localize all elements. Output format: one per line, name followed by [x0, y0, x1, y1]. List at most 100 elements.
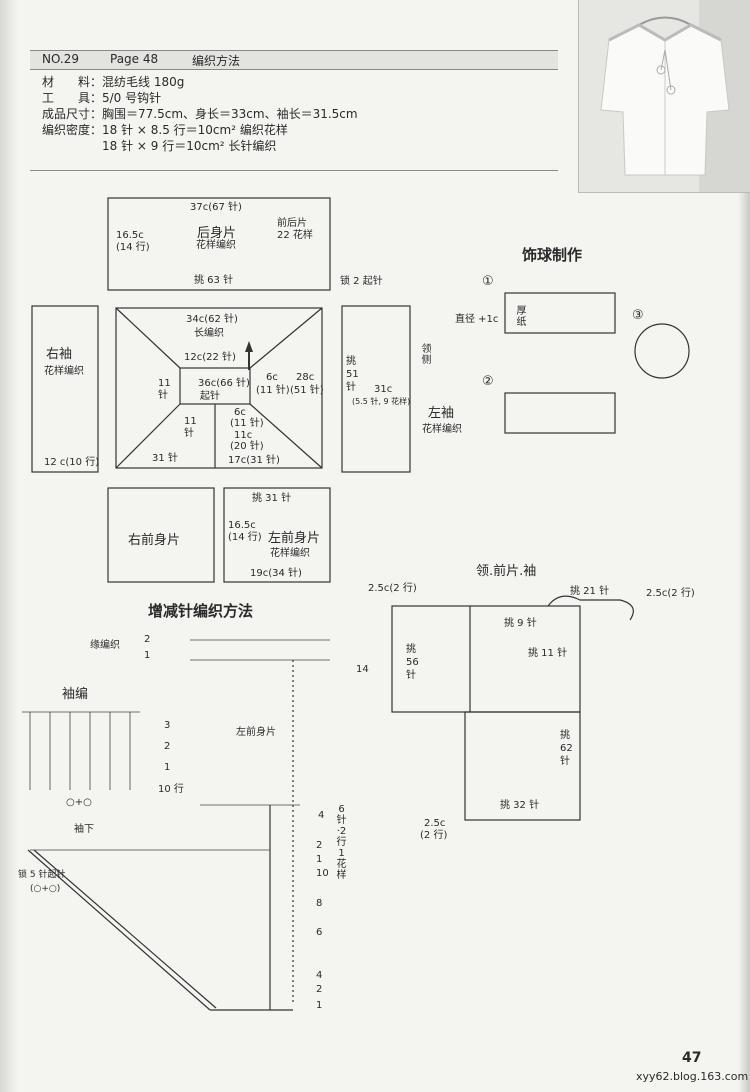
left-front-outline	[223, 487, 331, 583]
yoke-31: 31 针	[152, 453, 178, 464]
left-sleeve-zhen: 针	[346, 382, 356, 393]
front-zhen: 针	[406, 670, 416, 681]
inc-row-14: 14	[356, 664, 369, 675]
yoke-top: 34c(62 针)	[186, 314, 238, 325]
left-sleeve-31c: 31c	[374, 384, 393, 395]
info-divider	[30, 170, 558, 171]
pompom-title: 饰球制作	[522, 246, 583, 264]
chain-start: 锁 2 起针	[340, 276, 383, 287]
bc-row-6: 6	[316, 927, 323, 938]
se-oto: ○+○	[66, 797, 92, 808]
materials-info: 材 料：混纺毛线 180g 工 具：5/0 号钩针 成品尺寸：胸围＝77.5cm…	[42, 74, 358, 154]
yoke-12c: 12c(22 针)	[184, 352, 236, 363]
back-pattern: 花样编织	[196, 240, 236, 251]
yoke-28c: 28c	[296, 372, 315, 383]
yoke-11-bottom: 11	[184, 416, 197, 427]
left-sleeve-pattern: 花样编织	[422, 424, 462, 435]
bc-row-2b: 2	[316, 984, 323, 995]
pompom-card-label: 厚纸	[516, 306, 527, 328]
sleeve-edge-title: 袖编	[62, 687, 89, 702]
yoke-20: (20 针)	[230, 441, 264, 452]
back-piece-outline	[107, 197, 331, 291]
back-right-note: 前后片	[277, 218, 307, 229]
yoke-11c: 11c	[234, 430, 253, 441]
yoke-stitch: 长编织	[194, 328, 224, 339]
sleeve-62: 62	[560, 743, 573, 754]
info-gauge-2: 18 针 × 9 行＝10cm² 长针编织	[42, 139, 277, 153]
left-sleeve-title: 左袖	[428, 406, 455, 421]
yoke-6c-right: 6c	[266, 372, 278, 383]
se-10-rows: 10 行	[158, 784, 184, 795]
right-front-title: 右前身片	[128, 533, 181, 548]
se-row-1: 1	[164, 762, 171, 773]
back-rows: (14 行)	[116, 242, 150, 253]
right-sleeve-length: 12 c(10 行)	[44, 457, 100, 468]
info-gauge-1: 编织密度：18 针 × 8.5 行＝10cm² 编织花样	[42, 123, 288, 137]
inc-row-2: 2	[144, 634, 151, 645]
se-row-2: 2	[164, 741, 171, 752]
bc-oto: (○+○)	[30, 884, 61, 894]
collar-right-depth: 2.5c(2 行)	[646, 588, 695, 599]
page-edge-shadow	[738, 0, 750, 1092]
collar-title: 领.前片.袖	[476, 564, 537, 579]
right-sleeve-title: 右袖	[46, 347, 73, 362]
yoke-start: 起针	[200, 391, 220, 402]
pompom-card-1	[504, 292, 616, 334]
left-sleeve-pick: 挑	[346, 356, 356, 367]
collar-side-label: 领侧	[421, 344, 432, 366]
bc-pattern-note: 6针·2行1花样	[336, 804, 347, 881]
page-binding-shadow	[0, 0, 18, 1092]
left-front-pick: 挑 31 针	[252, 493, 292, 504]
right-front-outline	[107, 487, 215, 583]
sweater-illustration	[579, 0, 750, 192]
increase-title: 增减针编织方法	[148, 602, 254, 620]
back-right-pattern: 22 花样	[277, 230, 313, 241]
front-pick: 挑	[406, 644, 416, 655]
bc-row-10: 10	[316, 868, 329, 879]
yoke-11zhen-right: (11 针)	[256, 385, 290, 396]
back-height: 16.5c	[116, 230, 144, 241]
collar-pick-21: 挑 21 针	[570, 586, 610, 597]
inc-row-1: 1	[144, 650, 151, 661]
yoke-51: (51 针)	[290, 385, 324, 396]
pompom-step-2: ②	[482, 374, 494, 389]
left-sleeve-outline	[341, 305, 411, 473]
pattern-number: NO.29	[42, 52, 80, 66]
page-reference: Page 48	[110, 52, 159, 66]
se-under-sleeve: 袖下	[74, 824, 94, 835]
hem-rows: (2 行)	[420, 830, 448, 841]
left-sleeve-51: 51	[346, 369, 359, 380]
left-front-width: 19c(34 针)	[250, 568, 302, 579]
bc-chain-start: 锁 5 针起针	[18, 870, 66, 880]
bc-row-1b: 1	[316, 1000, 323, 1011]
info-tools: 工 具：5/0 号钩针	[42, 91, 162, 105]
left-front-rows: (14 行)	[228, 532, 262, 543]
edge-stitch: 缘编织	[90, 640, 120, 651]
pompom-step-1: ①	[482, 274, 494, 289]
bc-row-2: 2	[316, 840, 323, 851]
yoke-zhen-left: 针	[158, 390, 168, 401]
yoke-zhen-bottom: 针	[184, 428, 194, 439]
collar-pick-11: 挑 11 针	[528, 648, 568, 659]
left-front-pattern: 花样编织	[270, 548, 310, 559]
hem-depth: 2.5c	[424, 818, 446, 829]
bc-row-1: 1	[316, 854, 323, 865]
bc-row-4b: 4	[316, 970, 323, 981]
yoke-17c: 17c(31 针)	[228, 455, 280, 466]
back-piece-title: 后身片	[197, 226, 237, 241]
yoke-6c-bottom: 6c	[234, 407, 246, 418]
page-number: 47	[682, 1050, 702, 1066]
pompom-step-3: ③	[632, 308, 644, 323]
info-size: 成品尺寸：胸围＝77.5cm、身长＝33cm、袖长＝31.5cm	[42, 107, 358, 121]
right-sleeve-pattern: 花样编织	[44, 366, 84, 377]
pompom-ball	[634, 323, 690, 379]
sweater-photo	[578, 0, 750, 193]
collar-left-depth: 2.5c(2 行)	[368, 583, 417, 594]
left-front-title: 左前身片	[268, 531, 321, 546]
pompom-card-2	[504, 392, 616, 434]
se-row-3: 3	[164, 720, 171, 731]
back-pick-up: 挑 63 针	[194, 275, 234, 286]
yoke-36c: 36c(66 针)	[198, 378, 250, 389]
yoke-outline	[115, 307, 323, 469]
